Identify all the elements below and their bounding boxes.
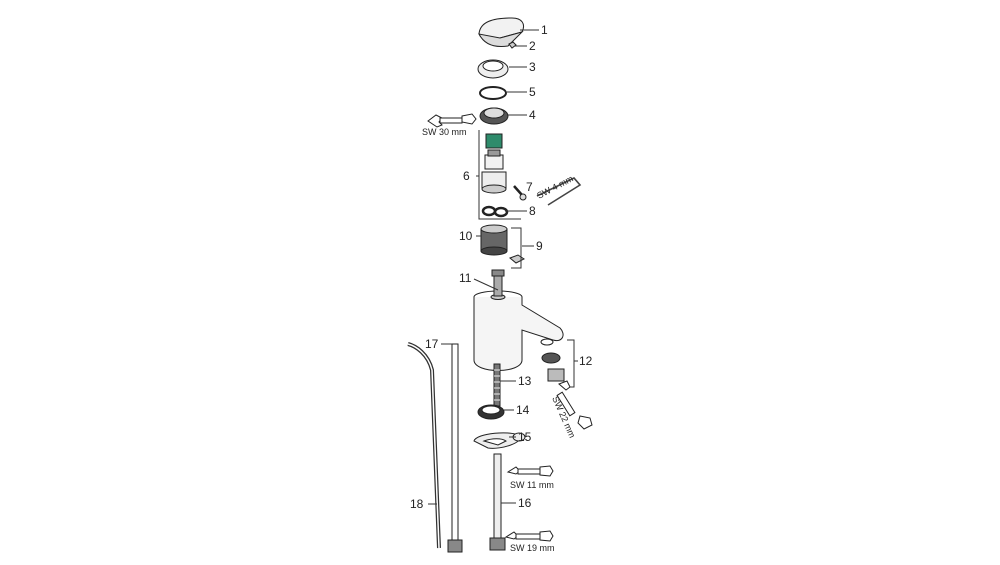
callout-16: 16 — [518, 496, 532, 510]
wrench-sw30-label: SW 30 mm — [422, 127, 467, 137]
part-17-hose — [451, 343, 459, 543]
callout-8: 8 — [529, 204, 536, 218]
callout-6: 6 — [463, 169, 470, 183]
callout-7: 7 — [526, 180, 533, 194]
part-8-seals — [481, 205, 509, 218]
part-9-clip — [509, 254, 525, 264]
allen-key-sw4-icon — [536, 177, 582, 206]
wrench-sw22-icon — [556, 380, 593, 430]
wrench-sw19-icon — [504, 530, 554, 542]
part-2-screw — [508, 41, 517, 49]
part-1-handle — [478, 17, 525, 47]
part-15-horseshoe — [473, 432, 526, 449]
part-14-ring — [477, 404, 505, 420]
part-10-valve — [480, 224, 508, 256]
callout-11: 11 — [459, 271, 472, 285]
spout-stud — [491, 269, 505, 297]
part-11-spout-body — [473, 290, 564, 371]
part-16-nut — [489, 537, 506, 551]
wrench-sw11-icon — [506, 465, 554, 477]
wrench-sw11-label: SW 11 mm — [510, 480, 554, 490]
callout-13: 13 — [518, 374, 532, 388]
allen-key-sw4-label: SW 4 mm — [535, 173, 575, 200]
part-4-nut — [479, 107, 509, 125]
callout-17: 17 — [425, 337, 439, 351]
callout-3: 3 — [529, 60, 536, 74]
callout-1: 1 — [541, 23, 548, 37]
part-13-stud — [493, 363, 501, 407]
part-7-screw — [513, 185, 527, 201]
callout-15: 15 — [518, 430, 532, 444]
callout-9: 9 — [536, 239, 543, 253]
part-12-aerator — [540, 338, 565, 382]
callout-2: 2 — [529, 39, 536, 53]
part-6-cartridge — [481, 133, 507, 194]
part-3-cap — [477, 59, 509, 79]
callout-18: 18 — [410, 497, 424, 511]
part-17-fitting — [447, 539, 463, 553]
callout-12: 12 — [579, 354, 593, 368]
wrench-sw30-icon — [427, 113, 477, 128]
part-16-bolt — [493, 453, 502, 539]
callout-4: 4 — [529, 108, 536, 122]
callout-10: 10 — [459, 229, 473, 243]
wrench-sw19-label: SW 19 mm — [510, 543, 555, 553]
part-5-o-ring — [479, 86, 507, 100]
callout-14: 14 — [516, 403, 530, 417]
callout-5: 5 — [529, 85, 536, 99]
